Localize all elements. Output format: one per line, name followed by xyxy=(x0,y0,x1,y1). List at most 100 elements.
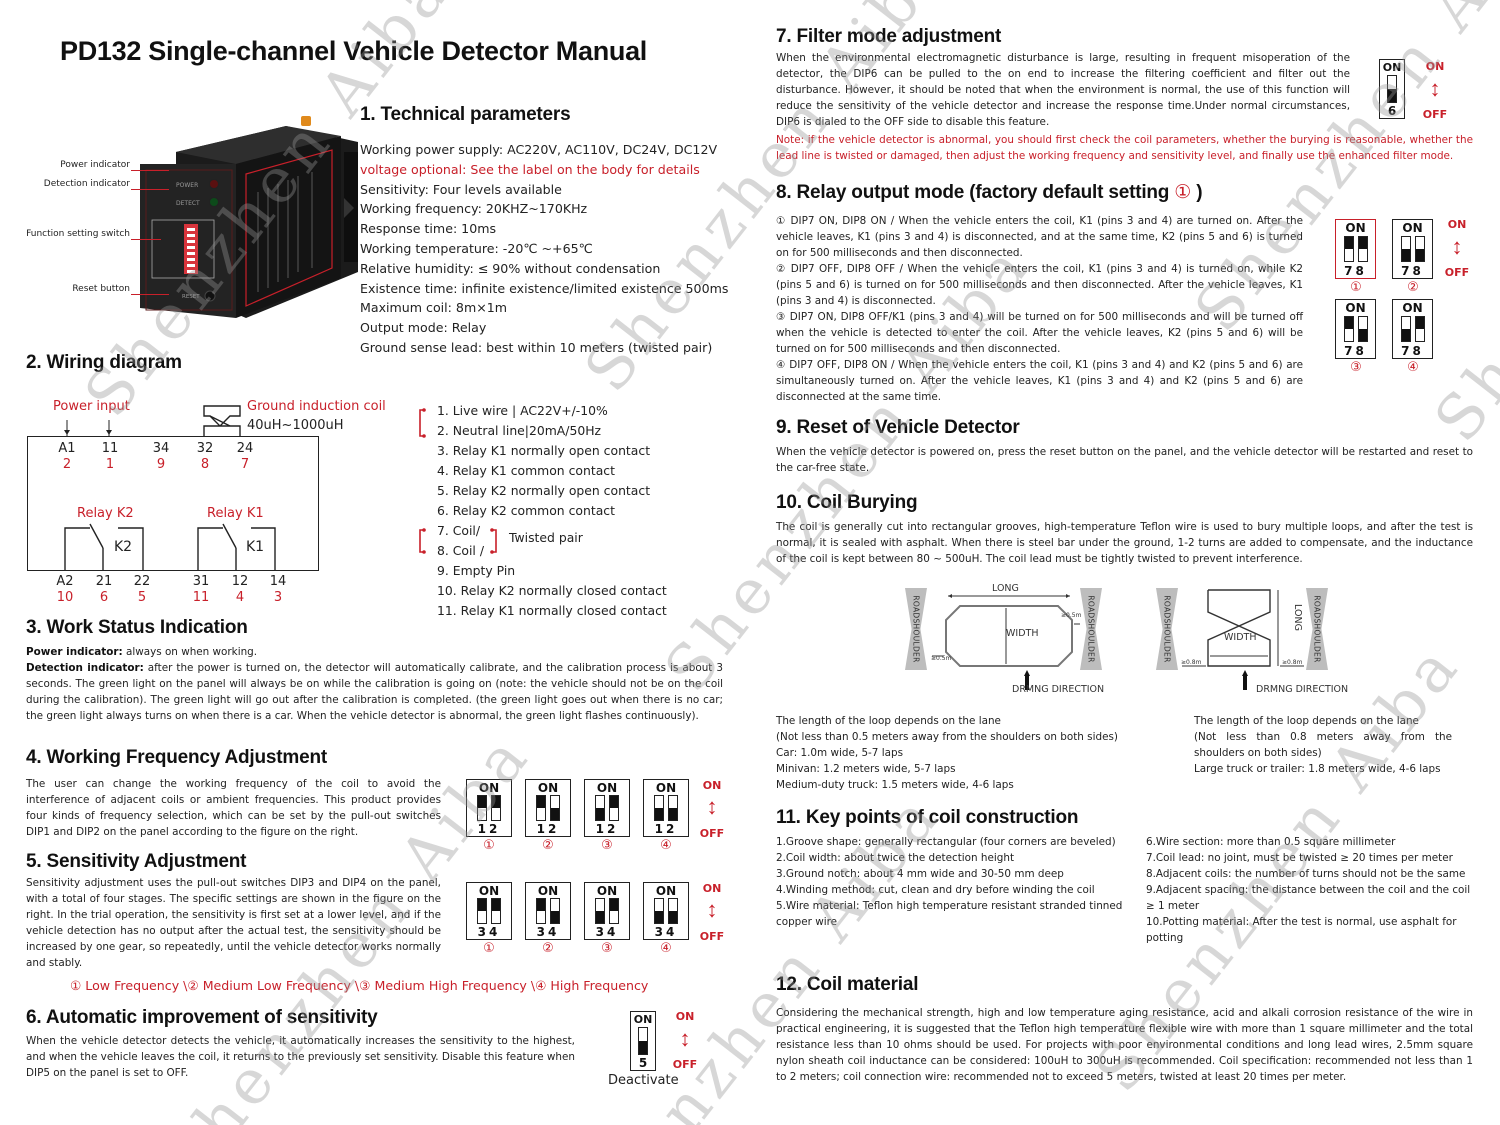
road-shoulder: ROADSHOULDER xyxy=(905,588,927,670)
loop-notes-left: The length of the loop depends on the la… xyxy=(776,713,1156,793)
section-heading-wiring-diagram: 2. Wiring diagram xyxy=(26,352,182,373)
dip-numbers: 12 xyxy=(595,822,619,836)
long-label: LONG xyxy=(1291,604,1303,631)
road-shoulder-label: ROADSHOULDER xyxy=(1086,595,1096,663)
dip-lever-icon xyxy=(1415,236,1425,262)
terminal-pin: 7 xyxy=(240,457,250,472)
dip-numbers: 12 xyxy=(477,822,501,836)
param-output-mode: Output mode: Relay xyxy=(360,320,487,336)
dip-numbers: 6 xyxy=(1387,104,1397,118)
reset-text: When the vehicle detector is powered on,… xyxy=(776,446,1473,474)
relay-k2-symbol: K2 xyxy=(114,539,133,555)
callout-function-setting-switch: Function setting switch xyxy=(26,229,130,239)
dip-lever-icon xyxy=(1401,236,1411,262)
vehicle-detector-device-icon: POWER DETECT RESET xyxy=(140,116,358,318)
construction-point: 10.Potting material: After the test is n… xyxy=(1146,916,1457,944)
loop-notes-right: The length of the loop depends on the la… xyxy=(1194,713,1452,777)
loop-note: Large truck or trailer: 1.8 meters wide,… xyxy=(1194,763,1441,775)
up-down-arrow-icon: ↕ xyxy=(679,1026,691,1051)
dip-on-label: ON xyxy=(1402,301,1423,315)
dip-lever-icon xyxy=(550,795,560,821)
terminal-pin: 10 xyxy=(56,590,74,605)
coil-material-text: Considering the mechanical strength, hig… xyxy=(776,1007,1473,1083)
power-indicator-label: Power indicator: xyxy=(26,646,123,658)
loop-note: Car: 1.0m wide, 5-7 laps xyxy=(776,747,903,759)
terminal-label: 32 xyxy=(196,441,214,456)
dip-setting-3: ON 78 xyxy=(1335,299,1376,359)
relay-mode-3: ③ DIP7 ON, DIP8 OFF/K1 (pins 3 and 4) wi… xyxy=(776,311,1303,355)
up-down-arrow-icon: ↕ xyxy=(1451,234,1463,259)
relay-k1-symbol: K1 xyxy=(246,539,265,555)
terminal-label: A1 xyxy=(58,441,76,456)
dip-lever-icon xyxy=(609,898,619,924)
dip-on-label: ON xyxy=(1345,301,1366,315)
ground-coil-label: Ground induction coil xyxy=(247,399,386,414)
dip-setting-1: ON 34 xyxy=(466,882,512,940)
dip-on-label: ON xyxy=(537,884,559,898)
dip-setting-4: ON 12 xyxy=(643,779,689,837)
dip-setting-3: ON 12 xyxy=(584,779,630,837)
off-direction-label: OFF xyxy=(699,930,725,943)
filter-mode-text: When the environmental electromagnetic d… xyxy=(776,52,1350,128)
dip-numbers: 12 xyxy=(654,822,678,836)
terminal-label: 14 xyxy=(269,574,287,589)
param-ground-lead: Ground sense lead: best within 10 meters… xyxy=(360,339,713,355)
frequency-text: The user can change the working frequenc… xyxy=(26,778,441,838)
section-heading-coil-material: 12. Coil material xyxy=(776,974,919,995)
dip-on-label: ON xyxy=(633,1013,653,1026)
setting-index: ④ xyxy=(1407,360,1419,375)
relay-k2-label: Relay K2 xyxy=(77,506,134,521)
dip-setting-3: ON 34 xyxy=(584,882,630,940)
width-label: WIDTH xyxy=(1006,628,1039,639)
param-frequency: Working frequency: 20KHZ~170KHz xyxy=(360,201,588,217)
loop-note: (Not less than 0.5 meters away from the … xyxy=(776,731,1118,743)
detection-indicator-label: Detection indicator: xyxy=(26,662,144,674)
octagon-loop-icon xyxy=(932,594,1080,690)
dip-lever-icon xyxy=(595,898,605,924)
svg-text:DETECT: DETECT xyxy=(176,200,200,207)
dip-lever-icon xyxy=(668,795,678,821)
frequency-legend: ① Low Frequency \② Medium Low Frequency … xyxy=(70,978,649,993)
pin-item: 9. Empty Pin xyxy=(437,563,516,578)
relay-mode-2: ② DIP7 OFF, DIP8 OFF / When the vehicle … xyxy=(776,263,1303,307)
dip-numbers: 34 xyxy=(595,925,619,939)
construction-point: 2.Coil width: about twice the detection … xyxy=(776,852,1015,864)
power-input-label: Power input xyxy=(53,399,130,414)
dip-numbers: 34 xyxy=(536,925,560,939)
callout-detection-indicator: Detection indicator xyxy=(43,179,130,189)
callout-line xyxy=(131,170,169,171)
dip-on-label: ON xyxy=(655,781,677,795)
dip-on-label: ON xyxy=(1345,221,1366,235)
dip-lever-icon xyxy=(595,795,605,821)
dip-setting-4: ON 78 xyxy=(1392,299,1433,359)
param-power-supply: Working power supply: AC220V, AC110V, DC… xyxy=(360,142,718,157)
relay-output-heading-text: 8. Relay output mode (factory default se… xyxy=(776,182,1175,203)
section-heading-coil-construction: 11. Key points of coil construction xyxy=(776,807,1079,828)
setting-index: ③ xyxy=(601,941,613,956)
setting-index: ② xyxy=(1407,280,1419,295)
param-temperature: Working temperature: -20℃ ~+65℃ xyxy=(360,240,593,256)
dip-lever-icon xyxy=(491,795,501,821)
off-direction-label: OFF xyxy=(1422,108,1448,121)
sensitivity-text: Sensitivity adjustment uses the pull-out… xyxy=(26,877,441,969)
relay-mode-1: ① DIP7 ON, DIP8 ON / When the vehicle en… xyxy=(776,215,1303,259)
off-direction-label: OFF xyxy=(672,1058,698,1071)
terminal-label: 12 xyxy=(231,574,249,589)
dip-numbers: 78 xyxy=(1401,344,1424,358)
dip-setting-4: ON 34 xyxy=(643,882,689,940)
section-heading-relay-output: 8. Relay output mode (factory default se… xyxy=(776,181,1203,204)
section-heading-reset: 9. Reset of Vehicle Detector xyxy=(776,417,1020,438)
param-humidity: Relative humidity: ≤ 90% without condens… xyxy=(360,260,661,276)
callout-reset-button: Reset button xyxy=(72,284,130,294)
road-shoulder: ROADSHOULDER xyxy=(1156,588,1178,670)
terminal-label: 31 xyxy=(192,574,210,589)
terminal-label: 34 xyxy=(152,441,170,456)
dip-lever-icon xyxy=(536,898,546,924)
setting-index: ① xyxy=(1350,280,1362,295)
pin-item: 6. Relay K2 common contact xyxy=(437,503,615,518)
dip-setting-2: ON 34 xyxy=(525,882,571,940)
svg-text:RESET: RESET xyxy=(182,294,200,300)
coil-inductance-range: 40uH~1000uH xyxy=(247,418,344,433)
on-direction-label: ON xyxy=(1447,218,1467,231)
width-label: WIDTH xyxy=(1224,632,1257,643)
